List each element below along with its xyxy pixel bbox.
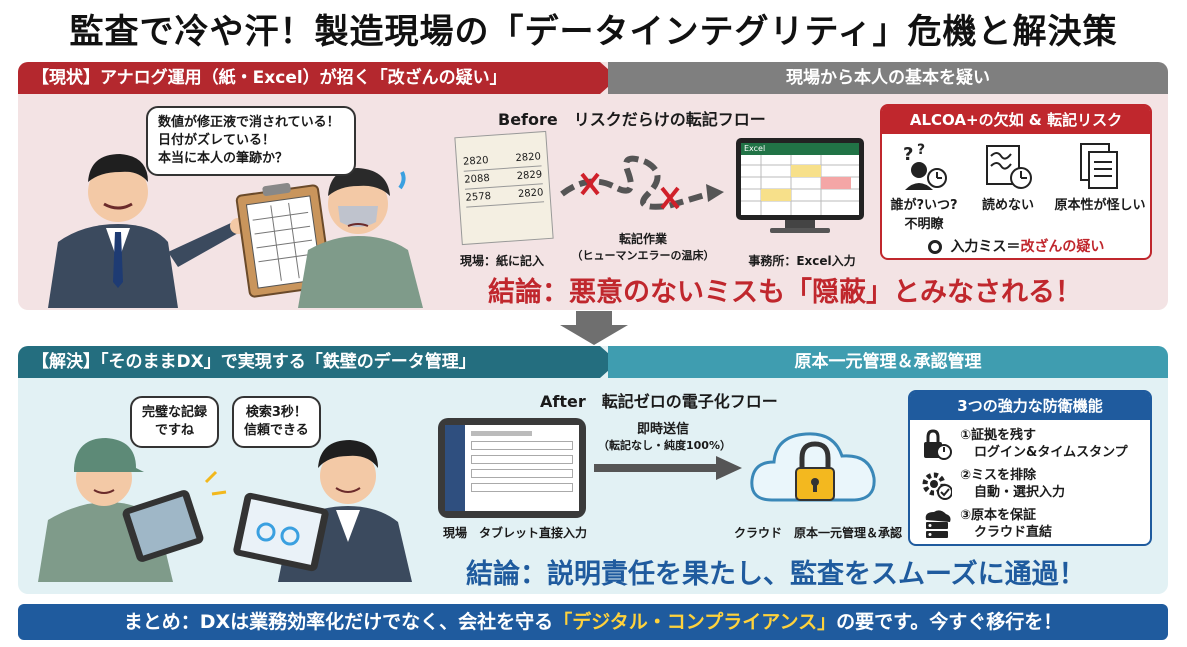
bubble-line: 完璧な記録 [142,405,208,420]
alcoa-risk-box: ALCOA+の欠如 & 転記リスク ? ? 誰が?いつ? 不明瞭 [880,104,1152,260]
risk-item: 読めない [966,142,1050,232]
bubble-line: 信頼できる [244,423,309,438]
paper-cell: 2820 [517,187,544,201]
paper-cell: 2820 [515,151,542,165]
bubble-line: ですね [155,423,195,438]
solution-header-left: 【解決】「そのままDX」で実現する「鉄壁のデータ管理」 [18,346,618,378]
cloud-lock-icon [750,432,876,502]
documents-icon [1080,143,1118,189]
defense-item: ③原本を保証 クラウド直結 [920,504,1140,544]
down-arrow-icon [560,311,628,345]
bubble-line: 数値が修正液で消されている！ [158,115,340,130]
paper-cell: 2829 [516,169,543,183]
defense-features-box: 3つの強力な防衛機能 ①証拠を残す ログイン&タイムスタンプ [908,390,1152,546]
risk-item-label: 原本性が怪しい [1054,198,1146,213]
summary-prefix: まとめ：DXは業務効率化だけでなく、会社を守る [123,611,554,633]
worker-figure [298,168,423,308]
defense-item-line1: ①証拠を残す [960,428,1037,443]
caption-transfer-sub: （ヒューマンエラーの温床） [571,249,715,262]
send-label-main: 即時送信 [636,422,689,437]
send-label: 即時送信 （転記なし・純度100%） [598,418,731,453]
risk-box-footer: 入力ミス＝改ざんの疑い [882,236,1150,256]
current-state-panel: 【現状】アナログ運用（紙・Excel）が招く「改ざんの疑い」 現場から本人の基本… [18,62,1168,310]
current-state-header-right: 現場から本人の基本を疑い [608,62,1168,94]
current-state-header: 【現状】アナログ運用（紙・Excel）が招く「改ざんの疑い」 現場から本人の基本… [18,62,1168,94]
tablet-users-illustration [38,438,412,582]
paper-cell: 2088 [463,172,491,186]
page-title: 監査で冷や汗！製造現場の「データインテグリティ」危機と解決策 [69,12,1118,52]
risk-item-label: 誰が?いつ? 不明瞭 [890,198,958,232]
risk-item: 原本性が怪しい [1050,142,1150,232]
defense-item: ①証拠を残す ログイン&タイムスタンプ [920,424,1140,464]
paper-cell: 2820 [462,155,489,168]
auditor-figure [48,154,246,308]
manager-tablet-icon [233,492,329,572]
summary-suffix: の要です。今すぐ移行を！ [836,611,1063,633]
lock-clock-icon [924,429,952,460]
bubble-line: 日付がズレている！ [158,133,276,148]
summary-highlight: 「デジタル・コンプライアンス」 [553,611,837,633]
solution-panel: 【解決】「そのままDX」で実現する「鉄壁のデータ管理」 原本一元管理＆承認管理 [18,346,1168,594]
caption-field: 現場：紙に記入 [459,254,544,268]
current-state-conclusion: 結論：悪意のないミスも「隠蔽」とみなされる！ [488,277,1082,308]
server-icon [925,510,951,538]
risk-footer-prefix: 入力ミス＝ [950,239,1021,255]
risk-footer-highlight: 改ざんの疑い [1020,239,1105,255]
paper-cell: 2578 [465,190,492,204]
caption-transfer-main: 転記作業 [618,232,667,246]
defense-item-line2: クラウド直結 [974,525,1053,540]
transfer-arrow-icon [560,155,724,210]
illegible-icon [986,145,1032,189]
svg-text:?: ? [917,142,925,158]
auditor-worker-illustration [48,154,423,308]
defense-item-line2: 自動・選択入力 [974,485,1066,500]
solution-header: 【解決】「そのままDX」で実現する「鉄壁のデータ管理」 原本一元管理＆承認管理 [18,346,1168,378]
before-flow-title: Before リスクだらけの転記フロー [498,110,766,129]
worker-speech-bubble: 完璧な記録 ですね [130,396,220,448]
who-when-icon: ? ? [903,142,947,190]
paper-sheet: 2820 2820 2088 2829 2578 2820 [454,130,554,246]
risk-item-label: 読めない [981,198,1034,213]
auditor-speech-bubble: 数値が修正液で消されている！ 日付がズレている！ 本当に本人の筆跡か？ [146,106,356,176]
solution-header-right: 原本一元管理＆承認管理 [608,346,1168,378]
defense-item-line1: ③原本を保証 [960,508,1037,523]
target-icon [927,240,942,254]
risk-box-title: ALCOA+の欠如 & 転記リスク [882,106,1150,134]
current-state-header-left: 【現状】アナログ運用（紙・Excel）が招く「改ざんの疑い」 [18,62,618,94]
defense-item: ②ミスを排除 自動・選択入力 [920,464,1140,504]
gear-check-icon [922,472,952,500]
caption-tablet-input: 現場 タブレット直接入力 [442,526,587,540]
send-label-sub: （転記なし・純度100%） [598,439,731,452]
defense-item-line2: ログイン&タイムスタンプ [974,445,1128,460]
bubble-line: 本当に本人の筆跡か？ [158,151,289,166]
worker-tablet-icon [122,490,204,562]
summary-banner: まとめ：DXは業務効率化だけでなく、会社を守る「デジタル・コンプライアンス」の要… [18,604,1168,640]
spreadsheet-grid [741,155,859,215]
defense-box-title: 3つの強力な防衛機能 [910,392,1150,420]
bubble-line: 検索3秒！ [245,405,307,420]
after-flow-title: After 転記ゼロの電子化フロー [540,392,778,411]
office-monitor: Excel [736,138,864,234]
solution-conclusion: 結論：説明責任を果たし、監査をスムーズに通過！ [466,559,1086,590]
caption-cloud: クラウド 原本一元管理＆承認 [733,526,902,540]
risk-item: ? ? 誰が?いつ? 不明瞭 [882,142,966,232]
caption-office: 事務所：Excel入力 [748,254,856,268]
caption-transfer: 転記作業 （ヒューマンエラーの温床） [558,230,728,263]
defense-item-line1: ②ミスを排除 [960,468,1037,483]
excel-label: Excel [741,143,859,155]
field-tablet [438,418,586,518]
send-arrow-icon [594,456,742,480]
manager-speech-bubble: 検索3秒！ 信頼できる [232,396,321,448]
svg-text:?: ? [903,144,913,165]
